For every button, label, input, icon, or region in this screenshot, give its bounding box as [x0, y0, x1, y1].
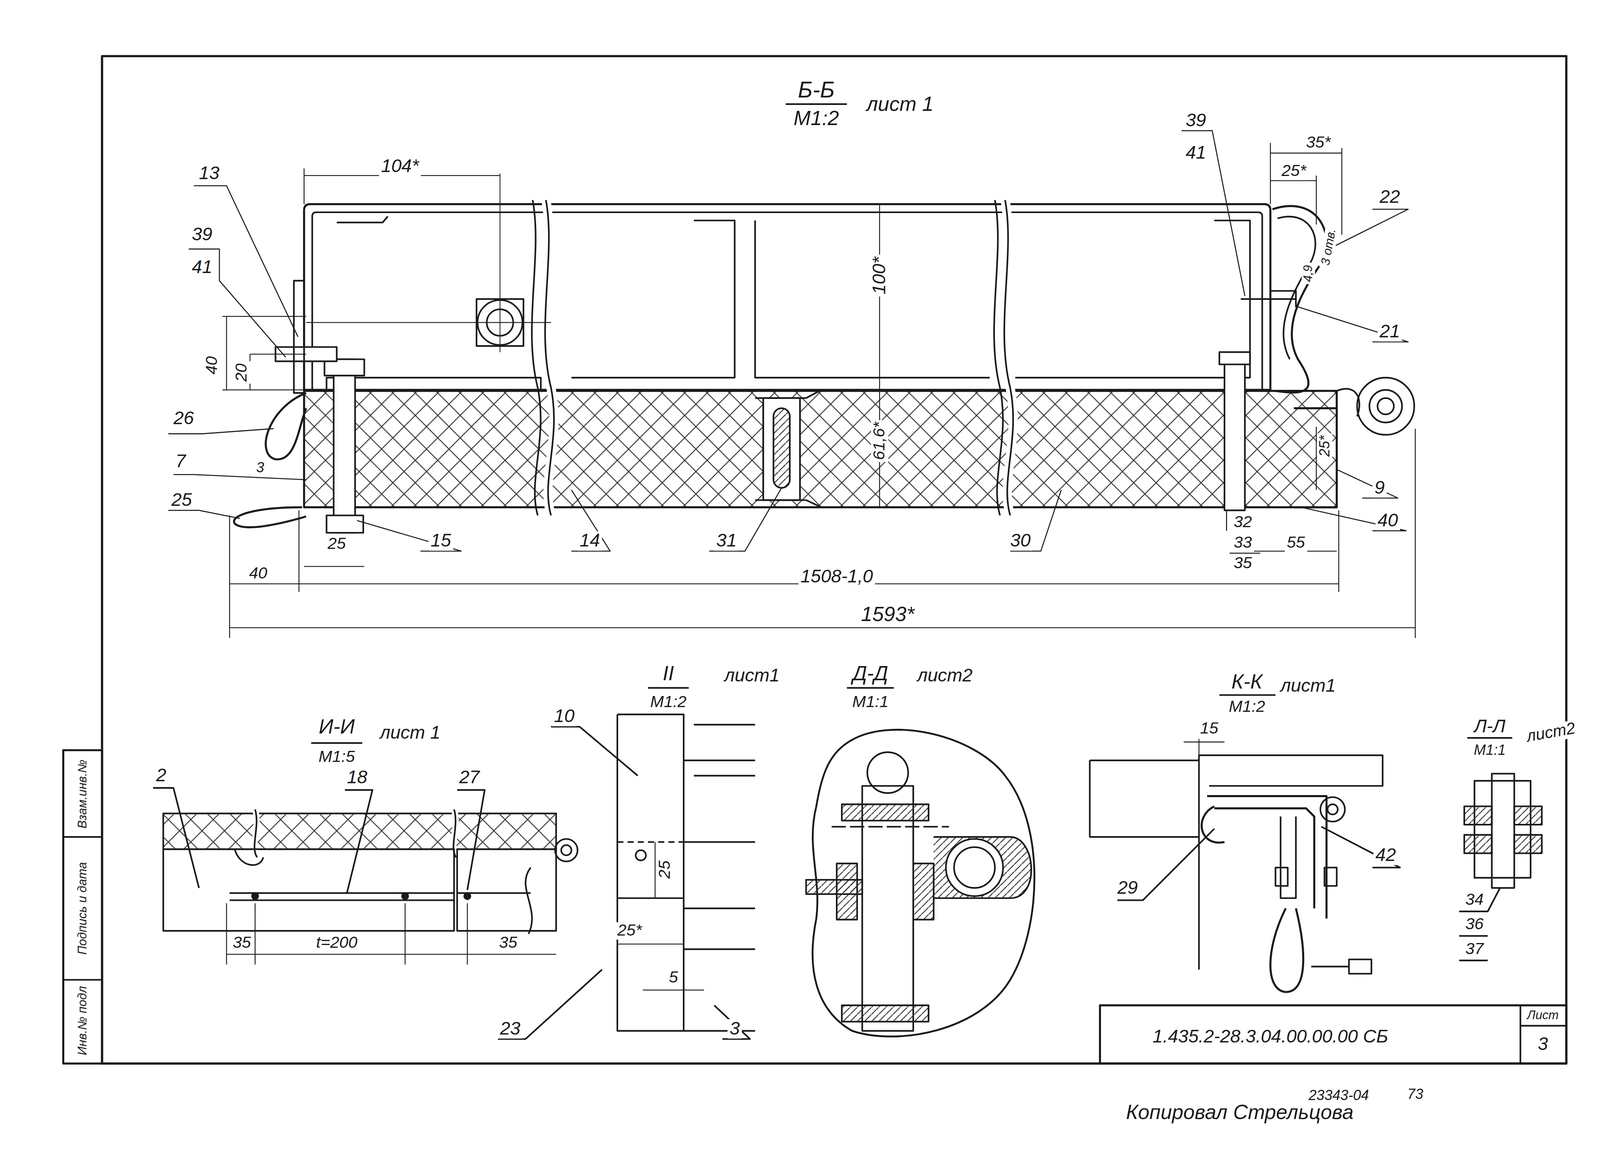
- drawing-label: 1508-1,0: [798, 566, 875, 587]
- drawing-label: 13: [196, 163, 222, 184]
- drawing-label: К-К: [1229, 671, 1265, 693]
- drawing-label: М1:2: [1226, 698, 1268, 716]
- drawing-label: 42: [1373, 845, 1399, 865]
- drawing-label: 22: [1377, 187, 1402, 207]
- drawing-label: 36: [1463, 915, 1486, 933]
- drawing-label: 21: [1377, 321, 1402, 342]
- drawing-label: 104*: [379, 156, 421, 176]
- drawing-label: 25: [656, 858, 674, 881]
- drawing-label: М1:2: [648, 693, 689, 711]
- drawing-label: 9: [1372, 478, 1387, 498]
- drawing-label: 35*: [1304, 134, 1333, 152]
- drawing-label: лист1: [722, 665, 782, 686]
- drawing-label: 61,6*: [871, 419, 888, 462]
- drawing-label: 27: [457, 768, 482, 788]
- drawing-label: Копировал Стрельцова: [1123, 1101, 1356, 1123]
- drawing-label: Взам.инв.№: [76, 757, 90, 831]
- drawing-label: лист2: [1523, 719, 1579, 746]
- drawing-label: 25*: [1279, 162, 1309, 180]
- drawing-label: Инв.№ подл: [76, 983, 90, 1058]
- drawing-label: М1:5: [316, 748, 357, 766]
- drawing-label: М1:1: [1471, 742, 1508, 758]
- drawing-label: 15: [1198, 719, 1221, 737]
- drawing-label: 4,9: [1301, 262, 1315, 285]
- drawing-label: 31: [714, 531, 739, 551]
- drawing-label: 39: [1183, 110, 1209, 131]
- drawing-label: 23: [497, 1018, 523, 1039]
- drawing-label: 10: [551, 706, 577, 726]
- drawing-label: 37: [1463, 940, 1486, 958]
- drawing-label: 40: [203, 354, 221, 377]
- drawing-label: 23343-04: [1306, 1087, 1371, 1103]
- drawing-label: 29: [1115, 878, 1140, 898]
- drawing-label: М1:1: [850, 693, 891, 711]
- drawing-label: 73: [1405, 1086, 1426, 1102]
- drawing-label: 34: [1463, 891, 1486, 909]
- drawing-label: 35: [1231, 554, 1254, 572]
- drawing-label: 100*: [869, 254, 890, 297]
- drawing-label: 40: [1375, 510, 1400, 531]
- drawing-label: 3 отв.: [1318, 225, 1339, 269]
- drawing-label: 3: [254, 459, 267, 475]
- drawing-label: 26: [171, 408, 197, 429]
- drawing-label: И-И: [316, 715, 358, 738]
- drawing-label: лист1: [1278, 676, 1338, 696]
- drawing-label: 25: [325, 535, 348, 553]
- drawing-label: М1:2: [791, 107, 842, 129]
- drawing-label: 3: [1535, 1034, 1550, 1054]
- drawing-label: лист 1: [864, 93, 936, 115]
- drawing-label: 30: [1008, 531, 1033, 551]
- drawing-label: Б-Б: [796, 78, 837, 102]
- drawing-label: 32: [1231, 514, 1254, 531]
- drawing-label: Лист: [1525, 1008, 1561, 1022]
- drawing-label: 41: [1183, 143, 1209, 163]
- drawing-label: 39: [189, 225, 215, 245]
- drawing-label: 2: [154, 765, 169, 786]
- drawing-label: 35: [230, 934, 253, 952]
- drawing-label: Л-Л: [1472, 716, 1508, 737]
- drawing-label: 7: [173, 451, 188, 472]
- drawing-label: 41: [189, 257, 215, 277]
- drawing-label: 33: [1231, 534, 1254, 552]
- drawing-label: II: [660, 662, 677, 685]
- drawing-label: 40: [246, 564, 270, 582]
- drawing-label: Д-Д: [850, 662, 890, 685]
- drawing-label: лист2: [915, 665, 975, 686]
- drawing-label: лист 1: [377, 723, 443, 743]
- drawing-label: 1.435.2-28.3.04.00.00.00 СБ: [1150, 1027, 1391, 1047]
- drawing-label: 25*: [1317, 433, 1333, 459]
- drawing-label: 5: [667, 968, 681, 986]
- drawing-label: 25*: [615, 921, 645, 939]
- drawing-label: t=200: [314, 934, 360, 952]
- drawing-label: 1593*: [859, 603, 917, 625]
- drawing-label: 3: [727, 1018, 742, 1039]
- drawing-label: 55: [1284, 534, 1307, 552]
- drawing-label: 35: [497, 934, 520, 952]
- drawing-label: 18: [344, 768, 370, 788]
- drawing-label: 14: [577, 531, 602, 551]
- drawing-label: Подпись и дата: [76, 859, 90, 957]
- drawing-label: 25: [169, 490, 194, 510]
- drawing-label: 15: [428, 531, 453, 551]
- drawing-label: 20: [233, 361, 251, 384]
